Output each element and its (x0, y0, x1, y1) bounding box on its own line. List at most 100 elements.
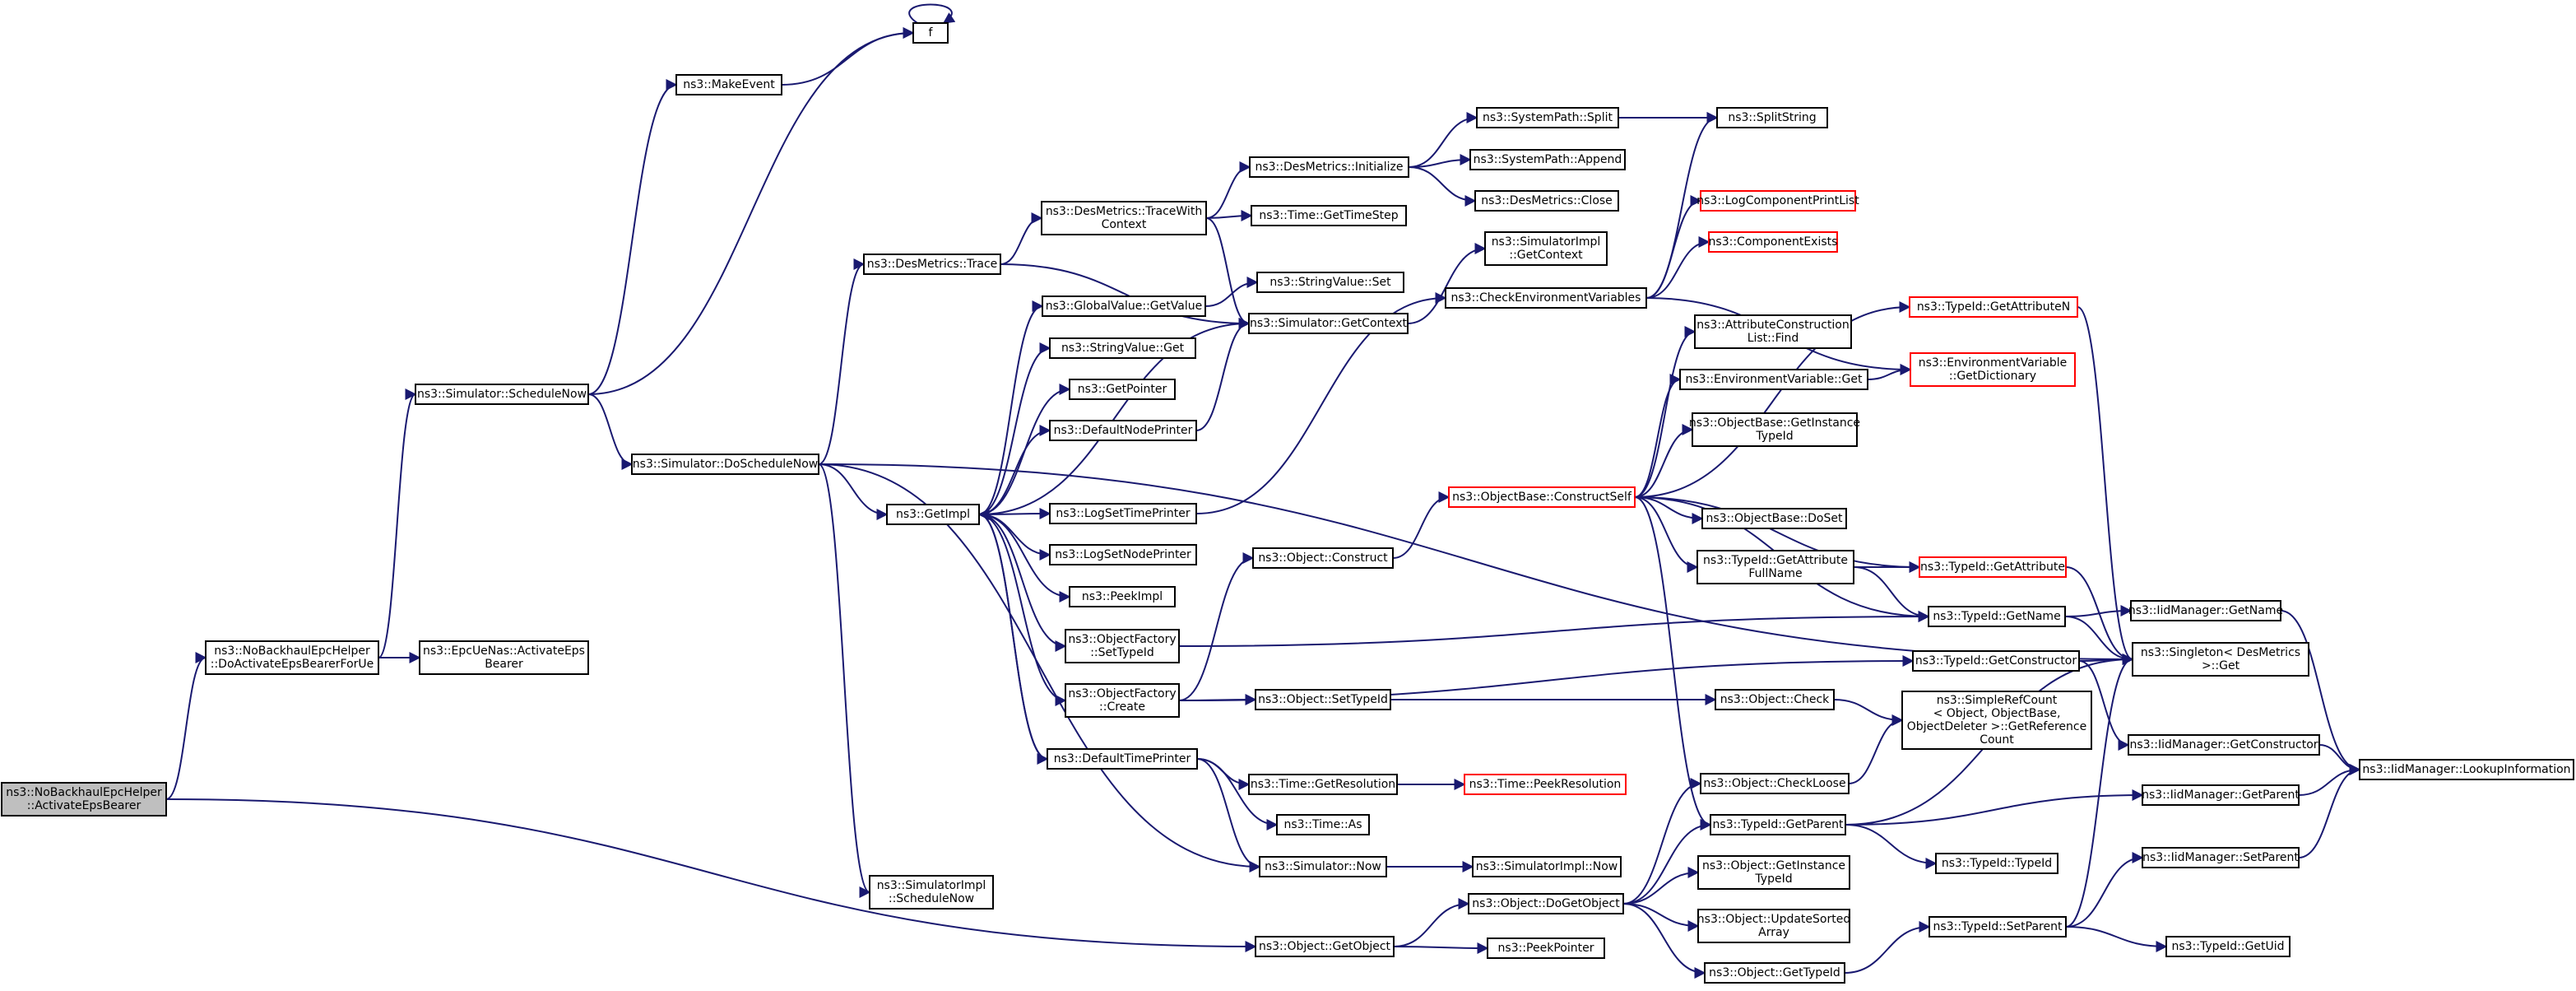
node-iidManagerGetConstructor[interactable]: ns3::IidManager::GetConstructor (2128, 734, 2320, 756)
node-objectCheck[interactable]: ns3::Object::Check (1715, 689, 1835, 710)
node-box (1694, 314, 1852, 349)
node-label: ns3::TypeId::GetAttribute (1920, 561, 2065, 574)
node-singletonGet[interactable]: ns3::Singleton< DesMetrics>::Get (2132, 642, 2309, 677)
node-typeIdGetName[interactable]: ns3::TypeId::GetName (1928, 606, 2066, 627)
node-timeGetTimeStep[interactable]: ns3::Time::GetTimeStep (1251, 205, 1407, 226)
node-label: ns3::GetPointer (1078, 383, 1167, 396)
edge-constructSelf-to-typeIdGetParent (1634, 496, 1712, 830)
node-simGetContext[interactable]: ns3::Simulator::GetContext (1248, 313, 1409, 334)
node-box (2142, 784, 2300, 806)
node-spAppend[interactable]: ns3::SystemPath::Append (1469, 149, 1626, 170)
node-iidManagerGetParent[interactable]: ns3::IidManager::GetParent (2142, 784, 2300, 806)
node-getImpl[interactable]: ns3::GetImpl (886, 504, 980, 525)
node-f[interactable]: f (912, 22, 949, 44)
node-objectBaseDoSet[interactable]: ns3::ObjectBase::DoSet (1701, 508, 1847, 529)
node-label: ns3::Time::GetResolution (1251, 778, 1395, 791)
node-scheduleNow[interactable]: ns3::Simulator::ScheduleNow (415, 384, 589, 405)
node-getPointer[interactable]: ns3::GetPointer (1069, 379, 1176, 400)
node-label: ns3::IidManager::SetParent (2142, 851, 2299, 864)
node-simImplGetContext[interactable]: ns3::SimulatorImpl::GetContext (1484, 231, 1608, 266)
node-box (1700, 773, 1850, 794)
node-box (1679, 369, 1868, 390)
node-label: ns3::Object::DoGetObject (1472, 897, 1620, 910)
node-typeIdGetAttribute[interactable]: ns3::TypeId::GetAttribute (1919, 556, 2067, 578)
node-simpleRefCount[interactable]: ns3::SimpleRefCount< Object, ObjectBase,… (1901, 691, 2092, 750)
node-label: ns3::ObjectBase::GetInstance (1689, 416, 1860, 430)
edge-traceWithContext-to-timeGetTimeStep (1205, 210, 1253, 222)
node-iidManagerLookup[interactable]: ns3::IidManager::LookupInformation (2359, 759, 2574, 780)
node-label: ns3::ObjectBase::ConstructSelf (1452, 491, 1632, 504)
node-root[interactable]: ns3::NoBackhaulEpcHelper::ActivateEpsBea… (1, 782, 167, 817)
node-box (1047, 748, 1198, 770)
node-stringValueSet[interactable]: ns3::StringValue::Set (1256, 272, 1404, 293)
node-logSetTimePrinter[interactable]: ns3::LogSetTimePrinter (1049, 503, 1197, 524)
node-objectDoGetObject[interactable]: ns3::Object::DoGetObject (1468, 893, 1624, 914)
node-makeEvent[interactable]: ns3::MakeEvent (675, 74, 782, 95)
node-label: Count (1980, 733, 2014, 747)
node-desInit[interactable]: ns3::DesMetrics::Initialize (1249, 156, 1409, 178)
node-doActivate[interactable]: ns3::NoBackhaulEpcHelper::DoActivateEpsB… (205, 640, 379, 675)
node-typeIdGetParent[interactable]: ns3::TypeId::GetParent (1710, 814, 1846, 835)
node-label: ns3::Object::SetTypeId (1258, 693, 1388, 706)
node-envVarGet[interactable]: ns3::EnvironmentVariable::Get (1679, 369, 1868, 390)
node-defaultTimePrinter[interactable]: ns3::DefaultTimePrinter (1047, 748, 1198, 770)
node-objectGetTypeId[interactable]: ns3::Object::GetTypeId (1704, 962, 1845, 984)
node-constructSelf[interactable]: ns3::ObjectBase::ConstructSelf (1448, 486, 1636, 508)
node-peekPointer[interactable]: ns3::PeekPointer (1487, 937, 1605, 959)
edge-desInit-to-desClose (1408, 166, 1477, 207)
node-desTrace[interactable]: ns3::DesMetrics::Trace (863, 254, 1001, 275)
node-label: List::Find (1748, 332, 1799, 345)
node-iidManagerGetName[interactable]: ns3::IidManager::GetName (2128, 600, 2283, 621)
node-objFactoryCreate[interactable]: ns3::ObjectFactory::Create (1065, 683, 1180, 718)
node-componentExists[interactable]: ns3::ComponentExists (1708, 231, 1838, 253)
node-splitString[interactable]: ns3::SplitString (1716, 107, 1828, 128)
node-simulatorNow[interactable]: ns3::Simulator::Now (1259, 856, 1387, 877)
node-logComponentPrintList[interactable]: ns3::LogComponentPrintList (1696, 190, 1859, 212)
node-typeIdSetParent[interactable]: ns3::TypeId::SetParent (1929, 916, 2067, 937)
node-objFactorySetTypeId[interactable]: ns3::ObjectFactory::SetTypeId (1065, 629, 1180, 663)
node-stringValueGet[interactable]: ns3::StringValue::Get (1049, 337, 1196, 359)
node-label: ns3::EnvironmentVariable (1919, 356, 2068, 370)
node-typeIdGetAttributeN[interactable]: ns3::TypeId::GetAttributeN (1909, 296, 2078, 318)
node-label: ns3::SystemPath::Split (1483, 111, 1613, 124)
node-envVarGetDictionary[interactable]: ns3::EnvironmentVariable::GetDictionary (1910, 352, 2076, 387)
node-doScheduleNow[interactable]: ns3::Simulator::DoScheduleNow (631, 454, 819, 475)
node-label: ns3::IidManager::GetConstructor (2129, 738, 2318, 751)
node-typeIdGetUid[interactable]: ns3::TypeId::GetUid (2165, 936, 2291, 957)
node-checkEnvVars[interactable]: ns3::CheckEnvironmentVariables (1445, 287, 1647, 309)
node-simImplScheduleNow[interactable]: ns3::SimulatorImpl::ScheduleNow (869, 875, 994, 910)
node-timeAs[interactable]: ns3::Time::As (1276, 814, 1370, 835)
node-peekImpl[interactable]: ns3::PeekImpl (1069, 586, 1176, 607)
node-iidManagerSetParent[interactable]: ns3::IidManager::SetParent (2142, 847, 2300, 868)
node-objectConstruct[interactable]: ns3::Object::Construct (1252, 547, 1394, 569)
node-objectSetTypeId[interactable]: ns3::Object::SetTypeId (1255, 689, 1391, 710)
edge-getImpl-to-logSetNodePrinter (978, 514, 1051, 561)
node-typeIdTypeId[interactable]: ns3::TypeId::TypeId (1935, 853, 2058, 874)
edge-objFactoryCreate-to-objectConstruct (1178, 552, 1255, 701)
node-defaultNodePrinter[interactable]: ns3::DefaultNodePrinter (1049, 420, 1197, 441)
edge-iidManagerGetName-to-iidManagerLookup (2280, 610, 2361, 775)
node-simImplNow[interactable]: ns3::SimulatorImpl::Now (1472, 856, 1622, 877)
node-label: < Object, ObjectBase, (1933, 707, 2061, 720)
node-box (419, 640, 589, 675)
node-epcUeNas[interactable]: ns3::EpcUeNas::ActivateEpsBearer (419, 640, 589, 675)
node-box (1251, 205, 1407, 226)
node-timeGetResolution[interactable]: ns3::Time::GetResolution (1248, 774, 1398, 795)
edge-doScheduleNow-to-desTrace (818, 258, 866, 465)
node-objectGetObject[interactable]: ns3::Object::GetObject (1255, 936, 1395, 957)
node-globalValueGet[interactable]: ns3::GlobalValue::GetValue (1042, 295, 1206, 317)
node-label: ns3::ObjectFactory (1068, 687, 1176, 700)
node-typeIdGetConstructor[interactable]: ns3::TypeId::GetConstructor (1912, 650, 2080, 672)
node-spSplit[interactable]: ns3::SystemPath::Split (1476, 107, 1619, 128)
node-logSetNodePrinter[interactable]: ns3::LogSetNodePrinter (1049, 544, 1197, 565)
node-objectCheckLoose[interactable]: ns3::Object::CheckLoose (1700, 773, 1850, 794)
node-desClose[interactable]: ns3::DesMetrics::Close (1474, 190, 1619, 212)
node-timePeekResolution[interactable]: ns3::Time::PeekResolution (1464, 774, 1627, 795)
